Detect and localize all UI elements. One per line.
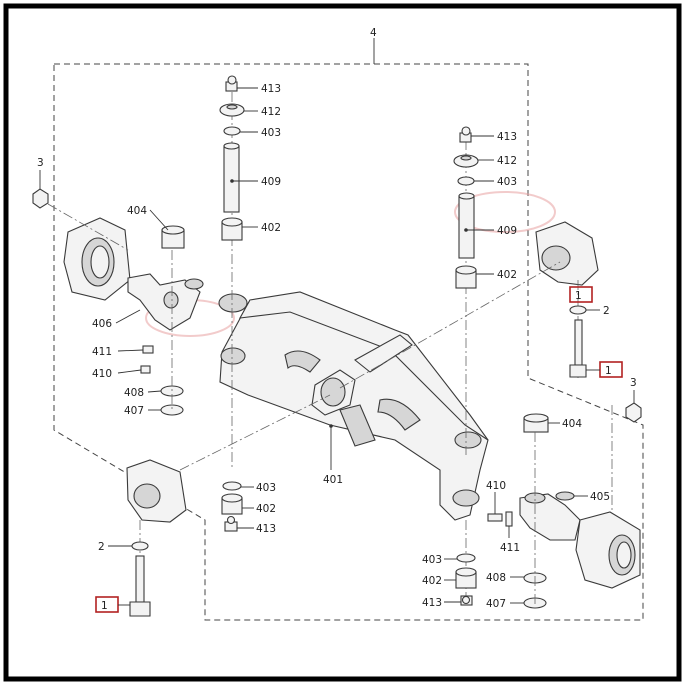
wheel-hub-right <box>575 511 641 589</box>
callout-412-right: 412 <box>497 155 517 167</box>
grease-nipple-413-bottom-right <box>460 595 473 606</box>
oring-403-right-top <box>457 176 475 186</box>
callout-410-right: 410 <box>486 480 506 492</box>
oring-403-left-top <box>223 126 241 136</box>
washer-407-left <box>160 404 184 416</box>
washer-2-left <box>131 541 149 551</box>
grease-nipple-413-left <box>225 75 238 92</box>
bracket-left-lower <box>126 459 187 523</box>
washer-2-right <box>569 305 587 315</box>
diagram-border <box>3 3 682 682</box>
callout-1-right: 1 <box>605 365 612 377</box>
bushing-402-left-top <box>221 217 243 241</box>
callout-labels: 4 413 412 403 409 402 413 412 403 409 40… <box>37 27 637 612</box>
grease-nipple-413-right <box>459 126 472 143</box>
callout-3-left: 3 <box>37 157 44 169</box>
bushing-402-bottom-mid <box>221 493 243 515</box>
callout-402-right-top: 402 <box>497 269 517 281</box>
callout-409-right: 409 <box>497 225 517 237</box>
callout-412-left: 412 <box>261 106 281 118</box>
bushing-404-right <box>523 413 549 433</box>
marker-box-1-right-top <box>569 286 593 303</box>
callout-402-left-top: 402 <box>261 222 281 234</box>
callout-assembly: 4 <box>370 27 377 39</box>
kingpin-409-left <box>223 142 240 213</box>
bolt-410-left <box>140 365 151 374</box>
oring-403-bottom-mid <box>222 481 242 491</box>
callout-405: 405 <box>590 491 610 503</box>
callout-404-right: 404 <box>562 418 582 430</box>
bolt-1-left <box>129 555 151 617</box>
callout-413-bottom-mid: 413 <box>256 523 276 535</box>
callout-1-right-top: 1 <box>575 290 582 302</box>
callout-403-bottom-mid: 403 <box>256 482 276 494</box>
callout-413-bottom-right: 413 <box>422 597 442 609</box>
cap-412-right <box>453 154 479 168</box>
callout-410-left: 410 <box>92 368 112 380</box>
cap-412-left <box>219 103 245 117</box>
callout-403-bottom-right: 403 <box>422 554 442 566</box>
grease-nipple-413-bottom-mid <box>224 515 238 532</box>
leader-lines <box>39 87 635 606</box>
callout-413-left: 413 <box>261 83 281 95</box>
callout-402-bottom-mid: 402 <box>256 503 276 515</box>
bolt-411-right <box>505 511 513 527</box>
callout-3-right: 3 <box>630 377 637 389</box>
callout-413-right: 413 <box>497 131 517 143</box>
callout-403-left-top: 403 <box>261 127 281 139</box>
marker-box-1-right <box>599 361 623 378</box>
bracket-right-upper <box>535 221 599 286</box>
kingpin-409-right <box>458 192 475 259</box>
nut-3-left <box>32 188 49 209</box>
callout-407-right: 407 <box>486 598 506 610</box>
marker-box-1-left <box>95 596 119 613</box>
bolt-410-right <box>487 513 503 522</box>
callout-401: 401 <box>323 474 343 486</box>
callout-409-left: 409 <box>261 176 281 188</box>
callout-411-right: 411 <box>500 542 520 554</box>
knuckle-405 <box>519 491 581 541</box>
axle-beam <box>218 291 489 521</box>
callout-2-right: 2 <box>603 305 610 317</box>
callout-408-left: 408 <box>124 387 144 399</box>
bolt-1-right <box>569 319 587 378</box>
callout-407-left: 407 <box>124 405 144 417</box>
bushing-402-bottom-right <box>455 567 477 589</box>
callout-402-bottom-right: 402 <box>422 575 442 587</box>
callout-406: 406 <box>92 318 112 330</box>
callout-411-left: 411 <box>92 346 112 358</box>
knuckle-406 <box>127 273 204 331</box>
bushing-404-left <box>161 225 185 249</box>
callout-408-right: 408 <box>486 572 506 584</box>
callout-2-left: 2 <box>98 541 105 553</box>
oring-403-bottom-right <box>456 553 476 563</box>
callout-1-left: 1 <box>101 600 108 612</box>
wheel-hub-left <box>63 217 131 301</box>
assembly-outline <box>53 63 644 621</box>
callout-404-left: 404 <box>127 205 147 217</box>
bolt-411-left <box>142 345 154 354</box>
callout-403-right-top: 403 <box>497 176 517 188</box>
nut-3-right <box>625 402 642 423</box>
bushing-402-right-top <box>455 265 477 289</box>
